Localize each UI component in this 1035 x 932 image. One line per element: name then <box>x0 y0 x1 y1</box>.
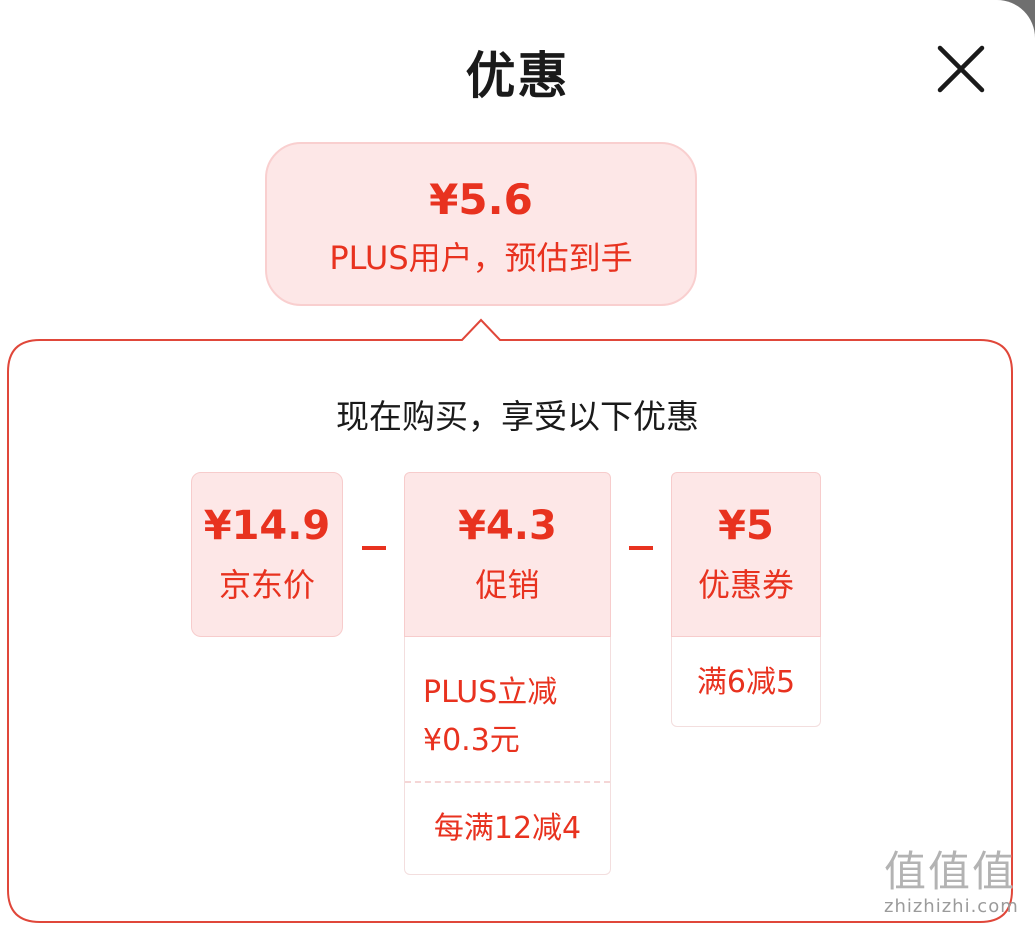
estimated-price-label: PLUS用户，预估到手 <box>329 239 633 277</box>
sheet-title: 优惠 <box>465 47 570 105</box>
watermark-text: zhizhizhi.com <box>884 896 1019 917</box>
promotion-detail-divider <box>405 781 610 783</box>
coupon-amount: ¥5 <box>718 503 774 549</box>
breakdown-subtitle: 现在购买，享受以下优惠 <box>336 397 699 436</box>
promotion-card: ¥4.3 促销 <box>404 472 611 637</box>
coupon-label: 优惠券 <box>697 566 794 604</box>
watermark-logo: 值值值 <box>884 847 1017 896</box>
close-icon <box>937 45 985 93</box>
promotion-amount: ¥4.3 <box>458 503 557 549</box>
promotion-detail-item: 每满12减4 <box>433 811 582 846</box>
estimated-price-badge: ¥5.6 PLUS用户，预估到手 <box>265 142 697 306</box>
jd-price-card: ¥14.9 京东价 <box>191 472 343 637</box>
minus-sign <box>629 546 653 550</box>
coupon-card: ¥5 优惠券 <box>671 472 821 637</box>
coupon-detail-item: 满6减5 <box>696 665 796 700</box>
minus-sign <box>362 546 386 550</box>
estimated-price: ¥5.6 <box>429 175 533 224</box>
promotion-details: PLUS立减 ¥0.3元 每满12减4 <box>404 637 611 875</box>
site-watermark: 值值值 zhizhizhi.com <box>884 848 1034 932</box>
jd-price-label: 京东价 <box>218 566 315 604</box>
jd-price-amount: ¥14.9 <box>203 503 331 549</box>
promotion-label: 促销 <box>475 566 540 604</box>
promotion-detail-item: PLUS立减 ¥0.3元 <box>423 675 558 758</box>
coupon-details: 满6减5 <box>671 637 821 727</box>
close-button[interactable] <box>932 40 990 98</box>
